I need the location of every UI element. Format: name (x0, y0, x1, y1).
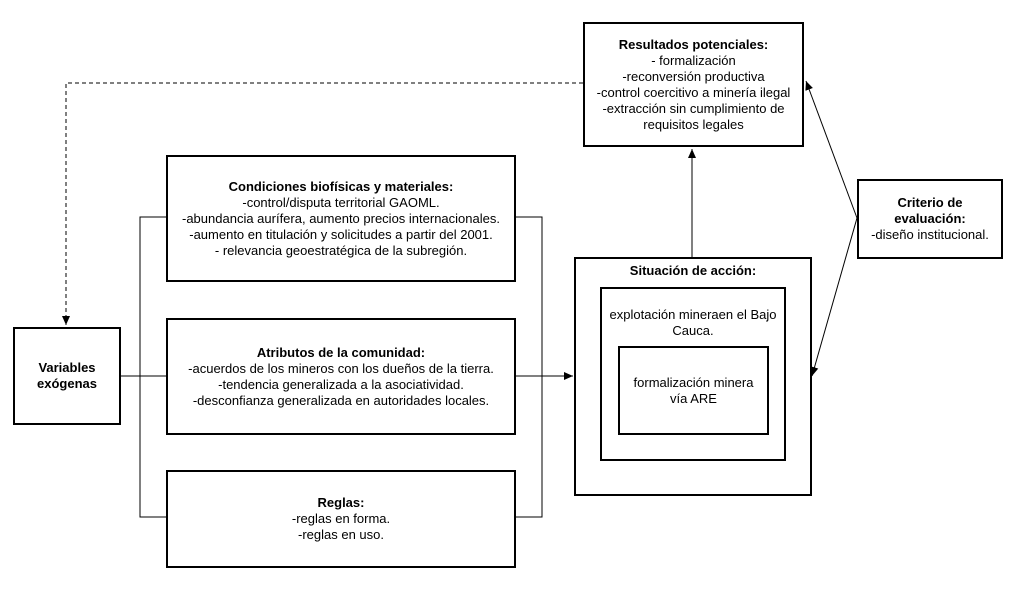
left-bracket (139, 216, 167, 518)
reglas-title: Reglas: (317, 495, 365, 510)
formalizacion-line-2: vía ARE (670, 390, 717, 406)
resultados-line-3: -control coercitivo a minería ilegal (596, 84, 791, 100)
explotacion-line-2: Cauca. (672, 323, 714, 338)
condiciones-line-1: -control/disputa territorial GAOML. (242, 194, 440, 210)
criterio-box: Criterio de evaluación: -diseño instituc… (857, 179, 1003, 259)
criterio-title-line2: evaluación: (894, 211, 966, 226)
resultados-line-1: - formalización (651, 52, 736, 68)
atributos-line-1: -acuerdos de los mineros con los dueños … (188, 360, 494, 376)
reglas-line-1: -reglas en forma. (291, 511, 391, 526)
variables-exogenas-title-line1: Variables (38, 360, 96, 375)
resultados-line-2: -reconversión productiva (622, 68, 765, 84)
right-bracket (515, 216, 543, 518)
reglas-line-2: -reglas en uso. (298, 527, 384, 542)
atributos-line-2: -tendencia generalizada a la asociativid… (218, 376, 464, 392)
condiciones-line-4: - relevancia geoestratégica de la subreg… (214, 242, 468, 258)
criterio-to-results-arrow (805, 80, 858, 219)
resultados-title: Resultados potenciales: (618, 36, 769, 52)
situacion-title: Situación de acción: (629, 263, 757, 278)
atributos-line-3: -desconfianza generalizada en autoridade… (192, 392, 490, 408)
atributos-box: Atributos de la comunidad: -acuerdos de … (166, 318, 516, 435)
atributos-title: Atributos de la comunidad: (256, 344, 426, 360)
criterio-line-1: -diseño institucional. (871, 227, 989, 242)
condiciones-title: Condiciones biofísicas y materiales: (228, 178, 454, 194)
formalizacion-line-1: formalización minera (633, 374, 754, 390)
resultados-line-5: requisitos legales (643, 116, 744, 132)
variables-exogenas-box: Variables exógenas (13, 327, 121, 425)
reglas-box: Reglas: -reglas en forma. -reglas en uso… (166, 470, 516, 568)
condiciones-line-2: -abundancia aurífera, aumento precios in… (182, 210, 500, 226)
explotacion-line-1: explotación mineraen el Bajo (609, 307, 777, 322)
formalizacion-minera-box: formalización minera vía ARE (618, 346, 769, 435)
condiciones-line-3: -aumento en titulación y solicitudes a p… (189, 226, 493, 242)
criterio-to-situation-arrow (810, 217, 858, 377)
variables-exogenas-title-line2: exógenas (37, 376, 97, 391)
condiciones-box: Condiciones biofísicas y materiales: -co… (166, 155, 516, 282)
resultados-box: Resultados potenciales: - formalización … (583, 22, 804, 147)
resultados-line-4: -extracción sin cumplimiento de (602, 100, 785, 116)
criterio-title-line1: Criterio de (897, 195, 963, 210)
